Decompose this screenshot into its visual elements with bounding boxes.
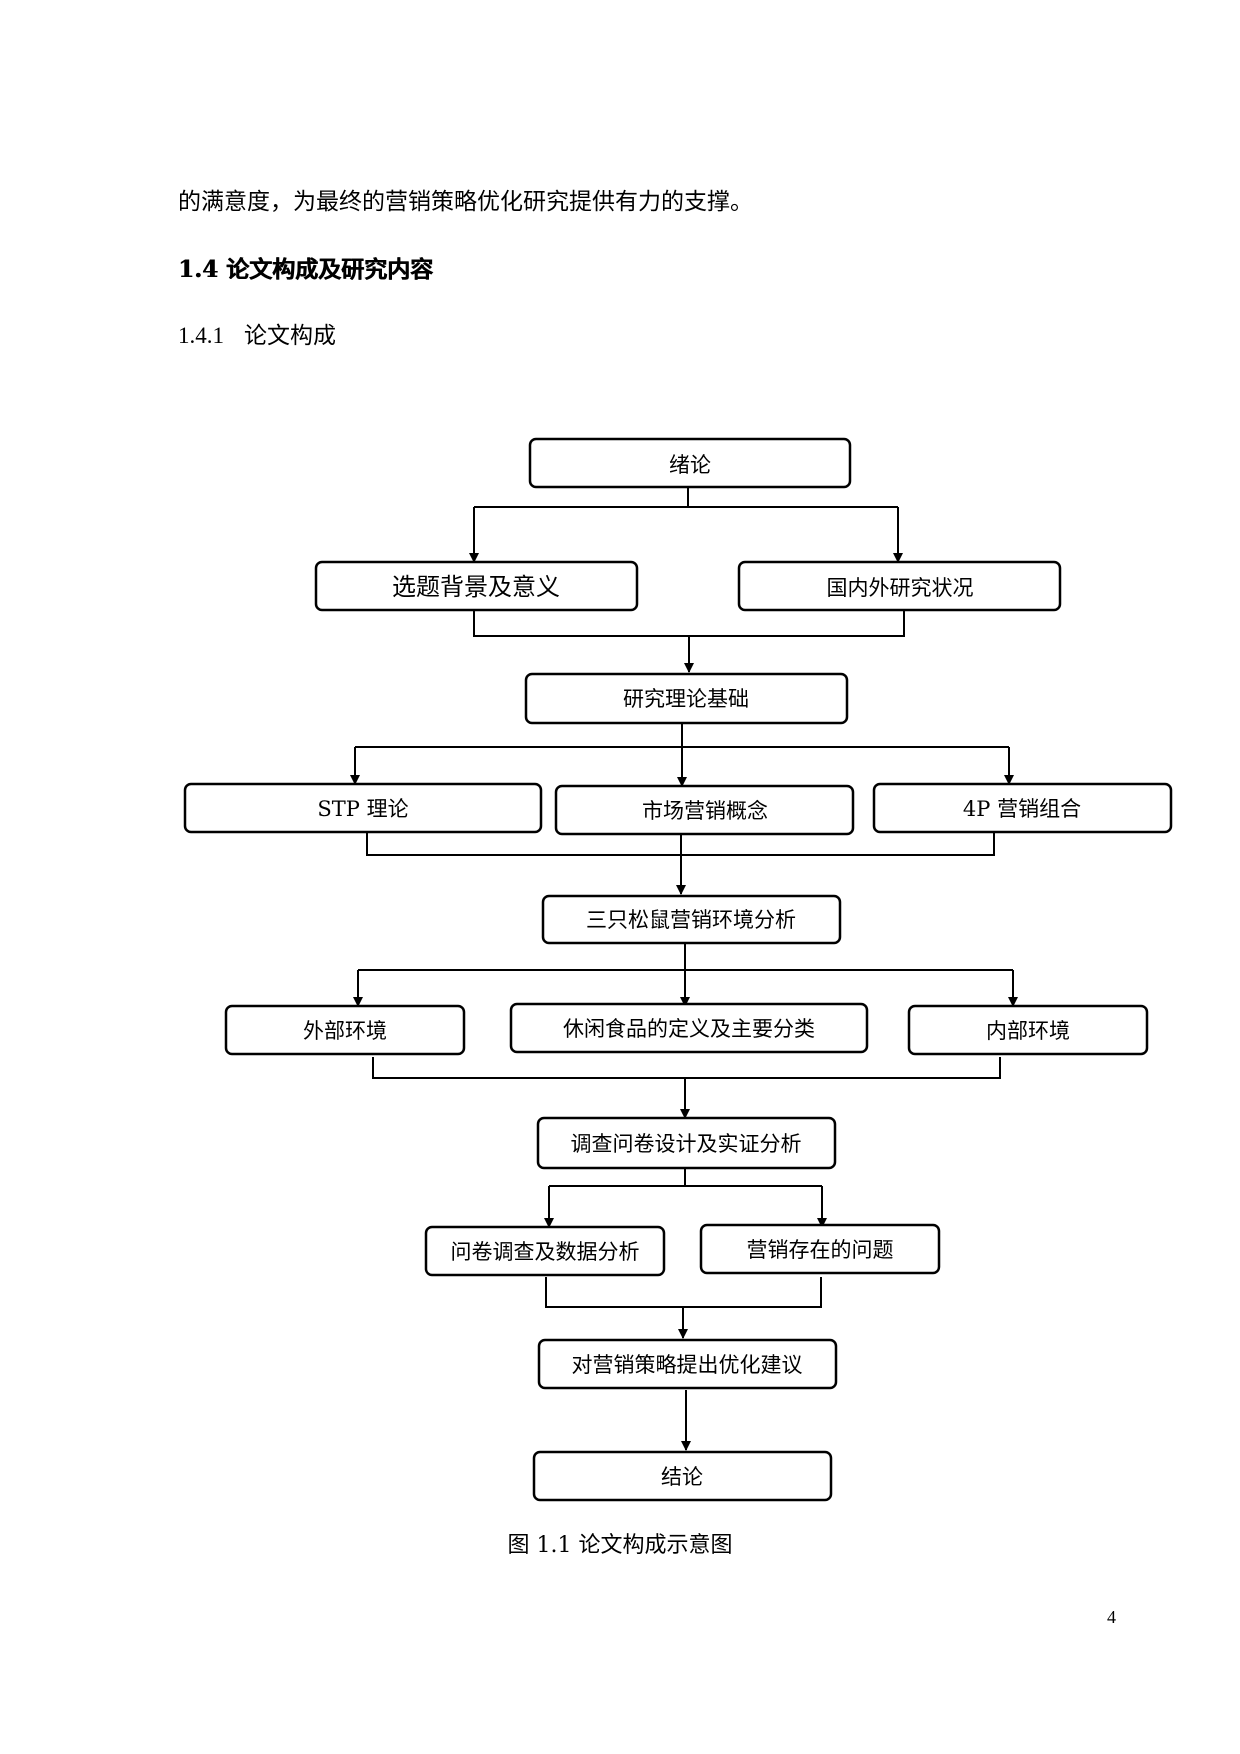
label-intro: 绪论 (669, 453, 711, 477)
label-survey-design: 调查问卷设计及实证分析 (571, 1132, 802, 1156)
connector (355, 723, 1009, 748)
subsection-title: 论文构成 (244, 323, 336, 349)
connector (372, 1057, 1001, 1079)
node-research-status (737, 560, 1062, 612)
node-background (314, 560, 639, 612)
label-background: 选题背景及意义 (392, 573, 560, 601)
node-intro (528, 437, 852, 489)
node-external-env (224, 1004, 466, 1056)
label-stp: STP 理论 (317, 797, 408, 821)
node-theory-basis (524, 672, 849, 725)
label-internal-env: 内部环境 (986, 1019, 1070, 1043)
label-snack-definition: 休闲食品的定义及主要分类 (563, 1017, 815, 1041)
node-snack-definition (509, 1002, 869, 1054)
connector (473, 610, 905, 637)
figure-caption: 图 1.1 论文构成示意图 (507, 1533, 733, 1558)
label-marketing-concept: 市场营销概念 (642, 799, 768, 823)
node-survey-data (424, 1225, 666, 1277)
node-conclusion (532, 1450, 833, 1502)
node-4p (872, 782, 1173, 834)
node-marketing-problems (699, 1223, 941, 1275)
label-theory-basis: 研究理论基础 (623, 687, 749, 711)
label-conclusion: 结论 (661, 1465, 703, 1489)
label-optimization: 对营销策略提出优化建议 (572, 1353, 803, 1377)
connector (549, 1168, 822, 1187)
page-number: 4 (1107, 1607, 1116, 1627)
node-internal-env (907, 1004, 1149, 1056)
subsection-number: 1.4.1 (178, 323, 224, 348)
connector (474, 487, 898, 508)
subsection-heading: 1.4.1 论文构成 (178, 316, 336, 350)
label-4p: 4P 营销组合 (963, 797, 1081, 821)
label-research-status: 国内外研究状况 (827, 576, 974, 600)
node-environment-analysis (541, 894, 842, 945)
body-paragraph: 的满意度，为最终的营销策略优化研究提供有力的支撑。 (178, 189, 753, 215)
connector (358, 943, 1013, 971)
label-survey-data: 问卷调查及数据分析 (451, 1240, 640, 1264)
node-stp (183, 782, 543, 834)
label-marketing-problems: 营销存在的问题 (747, 1238, 894, 1262)
label-environment-analysis: 三只松鼠营销环境分析 (586, 908, 796, 932)
node-marketing-concept (554, 784, 855, 836)
label-external-env: 外部环境 (303, 1019, 387, 1043)
node-optimization (537, 1338, 838, 1390)
section-heading: 1.4 论文构成及研究内容 (178, 256, 434, 283)
connector (545, 1277, 822, 1308)
node-survey-design (536, 1116, 837, 1170)
